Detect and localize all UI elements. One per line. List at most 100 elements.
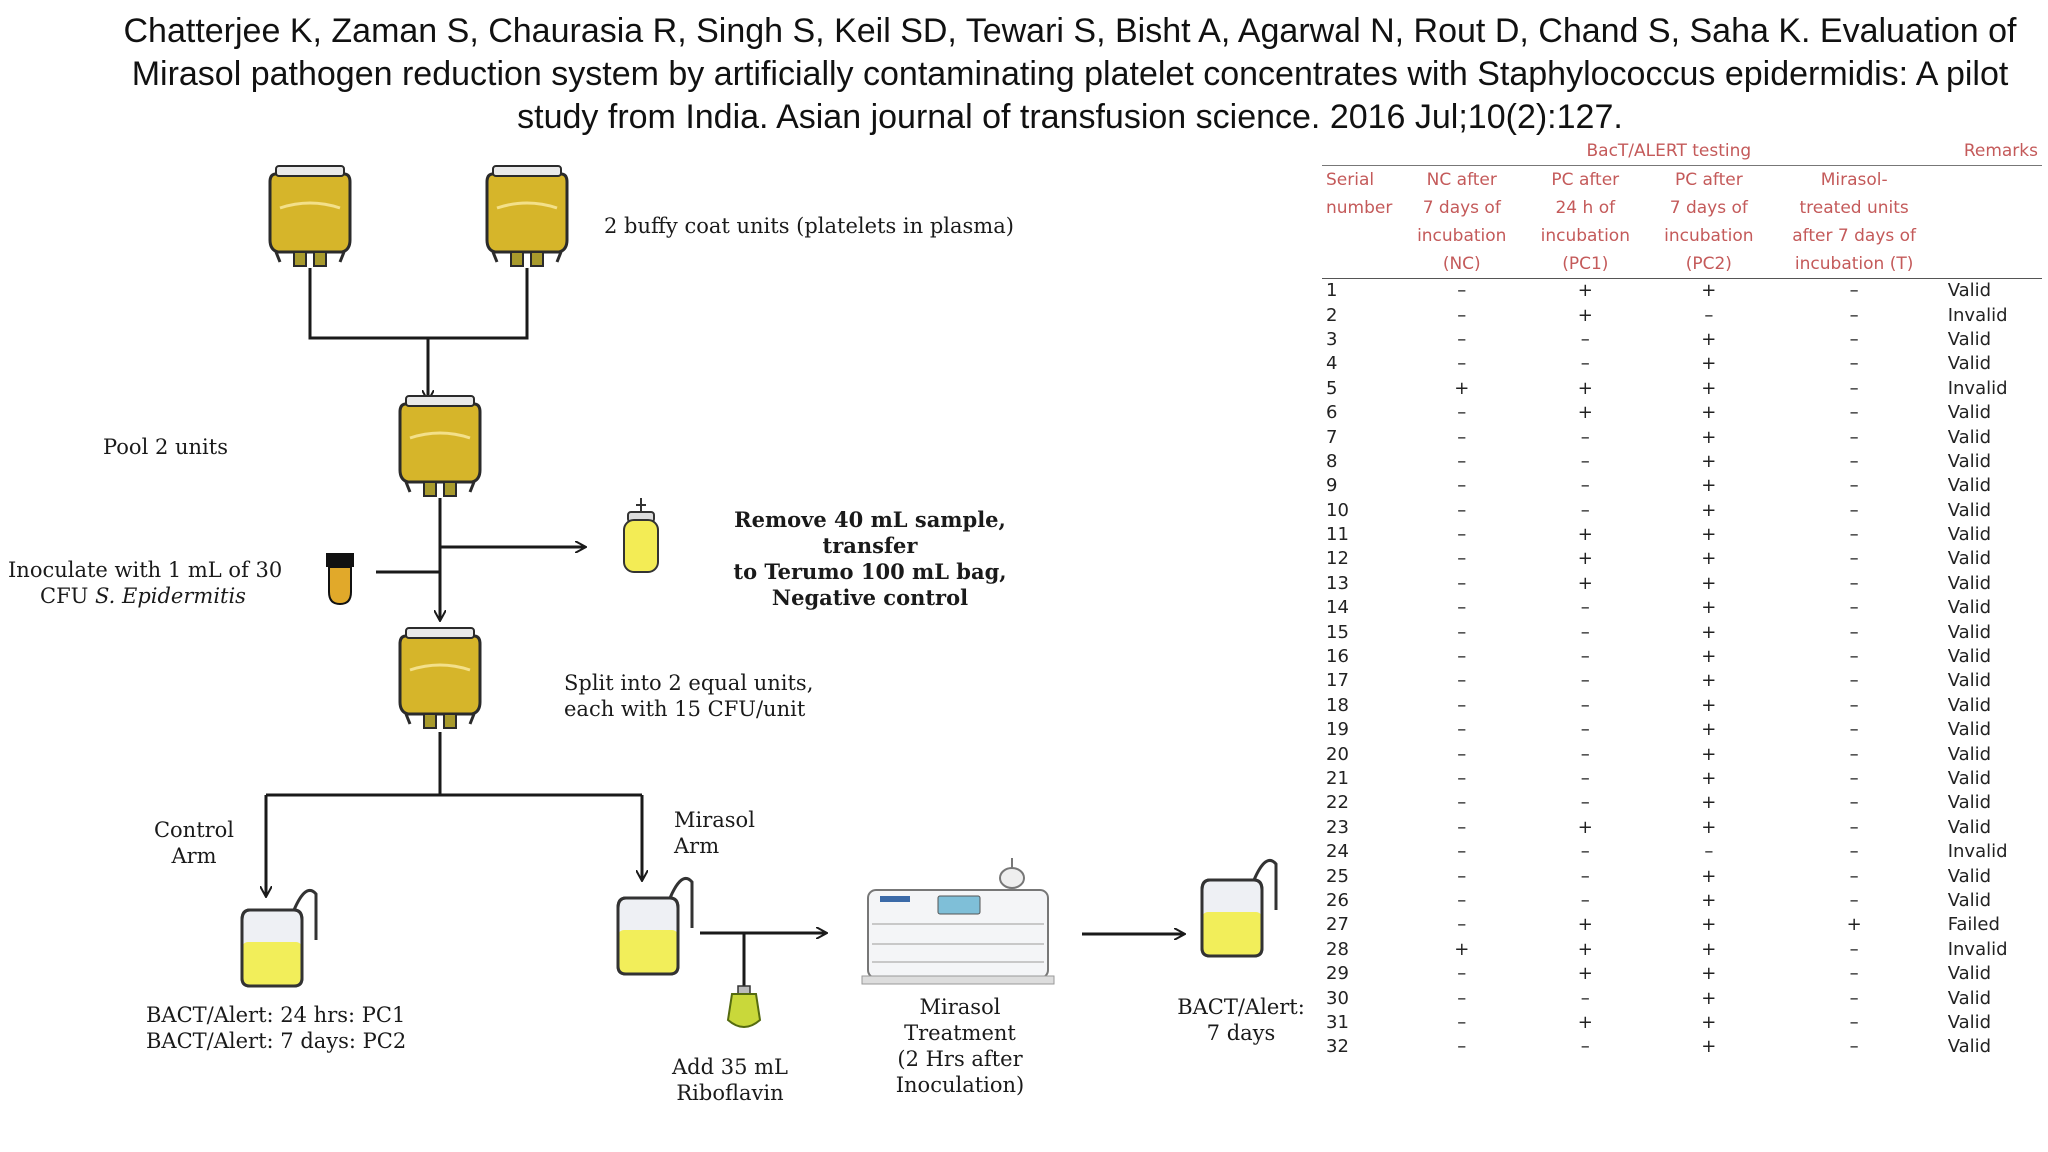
remark-cell: Invalid: [1947, 304, 2008, 326]
result-cell: +: [1454, 377, 1470, 399]
treatment-line-1: Mirasol: [919, 995, 1001, 1019]
remark-cell: Valid: [1947, 280, 1992, 302]
table-row: 4––+–Valid: [1322, 352, 2042, 376]
table-row: 23–++–Valid: [1322, 816, 2042, 840]
remark-cell: Valid: [1947, 450, 1992, 472]
table-row: 17––+–Valid: [1322, 669, 2042, 693]
result-cell: +: [1846, 914, 1862, 936]
result-cell: –: [1580, 621, 1590, 643]
serial-cell: 26: [1326, 889, 1349, 911]
result-cell: –: [1849, 646, 1859, 668]
result-cell: –: [1849, 792, 1859, 814]
header-line: incubation: [1540, 226, 1630, 246]
result-cell: –: [1457, 743, 1467, 765]
riboflavin-label: Add 35 mL Riboflavin: [660, 1054, 800, 1106]
table-row: 13–++–Valid: [1322, 572, 2042, 596]
result-cell: +: [1701, 719, 1717, 741]
result-cell: +: [1454, 938, 1470, 960]
remark-cell: Valid: [1947, 572, 1992, 594]
control-bag-icon: [240, 888, 318, 988]
serial-cell: 21: [1326, 768, 1349, 789]
mirasol-arm-line-1: Mirasol: [674, 808, 755, 832]
serial-cell: 2: [1326, 304, 1338, 326]
serial-cell: 12: [1326, 548, 1349, 570]
serial-cell: 9: [1326, 475, 1338, 497]
mirasol-arm-label: Mirasol Arm: [674, 807, 755, 859]
remark-cell: Valid: [1947, 1011, 1992, 1033]
result-cell: –: [1580, 987, 1590, 1009]
riboflavin-line-1: Add 35 mL: [672, 1055, 788, 1079]
header-line: Mirasol-: [1820, 170, 1888, 190]
result-cell: +: [1701, 621, 1717, 643]
remark-cell: Valid: [1947, 670, 1992, 692]
serial-cell: 18: [1326, 694, 1349, 716]
buffy-coat-bag-1-icon: [268, 164, 352, 268]
table-row: 32––+–Valid: [1322, 1035, 2042, 1059]
serial-cell: 22: [1326, 792, 1349, 814]
result-cell: –: [1849, 1011, 1859, 1033]
result-cell: –: [1457, 402, 1467, 424]
result-cell: +: [1701, 426, 1717, 448]
result-cell: –: [1849, 572, 1859, 594]
result-cell: –: [1457, 963, 1467, 985]
result-cell: +: [1577, 377, 1593, 399]
result-cell: –: [1457, 694, 1467, 716]
bact7-line-2: 7 days: [1206, 1021, 1276, 1045]
result-cell: –: [1849, 621, 1859, 643]
result-cell: –: [1849, 450, 1859, 472]
result-cell: –: [1457, 914, 1467, 936]
serial-cell: 4: [1326, 353, 1338, 375]
result-cell: +: [1577, 963, 1593, 985]
riboflavin-bag-icon: [726, 985, 762, 1028]
remark-cell: Valid: [1947, 426, 1992, 448]
control-arm-label: Control Arm: [134, 817, 254, 869]
result-cell: –: [1704, 304, 1714, 326]
serial-cell: 27: [1326, 914, 1349, 936]
result-cell: +: [1701, 670, 1717, 692]
result-cell: +: [1701, 889, 1717, 911]
bact-alert-pc2: BACT/Alert: 7 days: PC2: [146, 1029, 407, 1053]
result-cell: +: [1701, 328, 1717, 350]
remove-line-3: Negative control: [771, 585, 969, 610]
final-test-bag-icon: [1200, 858, 1278, 958]
result-cell: +: [1577, 914, 1593, 936]
serial-cell: 7: [1326, 426, 1338, 448]
remark-cell: Valid: [1947, 987, 1992, 1009]
result-cell: –: [1580, 597, 1590, 619]
remark-cell: Valid: [1947, 865, 1992, 887]
result-cell: –: [1849, 743, 1859, 765]
table-group-header-row: BacT/ALERT testing Remarks: [1322, 137, 2042, 166]
result-cell: –: [1580, 694, 1590, 716]
table-row: 7––+–Valid: [1322, 425, 2042, 449]
serial-cell: 20: [1326, 743, 1349, 765]
result-cell: +: [1701, 572, 1717, 594]
result-cell: –: [1849, 1036, 1859, 1058]
result-cell: +: [1701, 475, 1717, 497]
result-cell: +: [1701, 938, 1717, 960]
remark-cell: Valid: [1947, 524, 1992, 546]
table-row: 22––+–Valid: [1322, 791, 2042, 815]
result-cell: +: [1577, 816, 1593, 838]
result-cell: –: [1457, 816, 1467, 838]
result-cell: –: [1457, 426, 1467, 448]
result-cell: –: [1849, 524, 1859, 546]
serial-cell: 10: [1326, 499, 1349, 521]
result-cell: +: [1701, 353, 1717, 375]
table-row: 21––+–Valid: [1322, 767, 2042, 791]
table-row: 27–+++Failed: [1322, 913, 2042, 937]
serial-cell: 5: [1326, 377, 1338, 399]
header-line: (PC1): [1562, 254, 1609, 274]
remove-line-2: to Terumo 100 mL bag,: [733, 559, 1007, 584]
result-cell: –: [1849, 768, 1859, 789]
serial-cell: 28: [1326, 938, 1349, 960]
riboflavin-line-2: Riboflavin: [676, 1081, 784, 1105]
result-cell: –: [1849, 426, 1859, 448]
remove-sample-label: Remove 40 mL sample, transfer to Terumo …: [690, 507, 1050, 611]
result-cell: –: [1457, 304, 1467, 326]
group-header: BacT/ALERT testing: [1400, 137, 1938, 166]
header-line: (NC): [1442, 254, 1481, 274]
